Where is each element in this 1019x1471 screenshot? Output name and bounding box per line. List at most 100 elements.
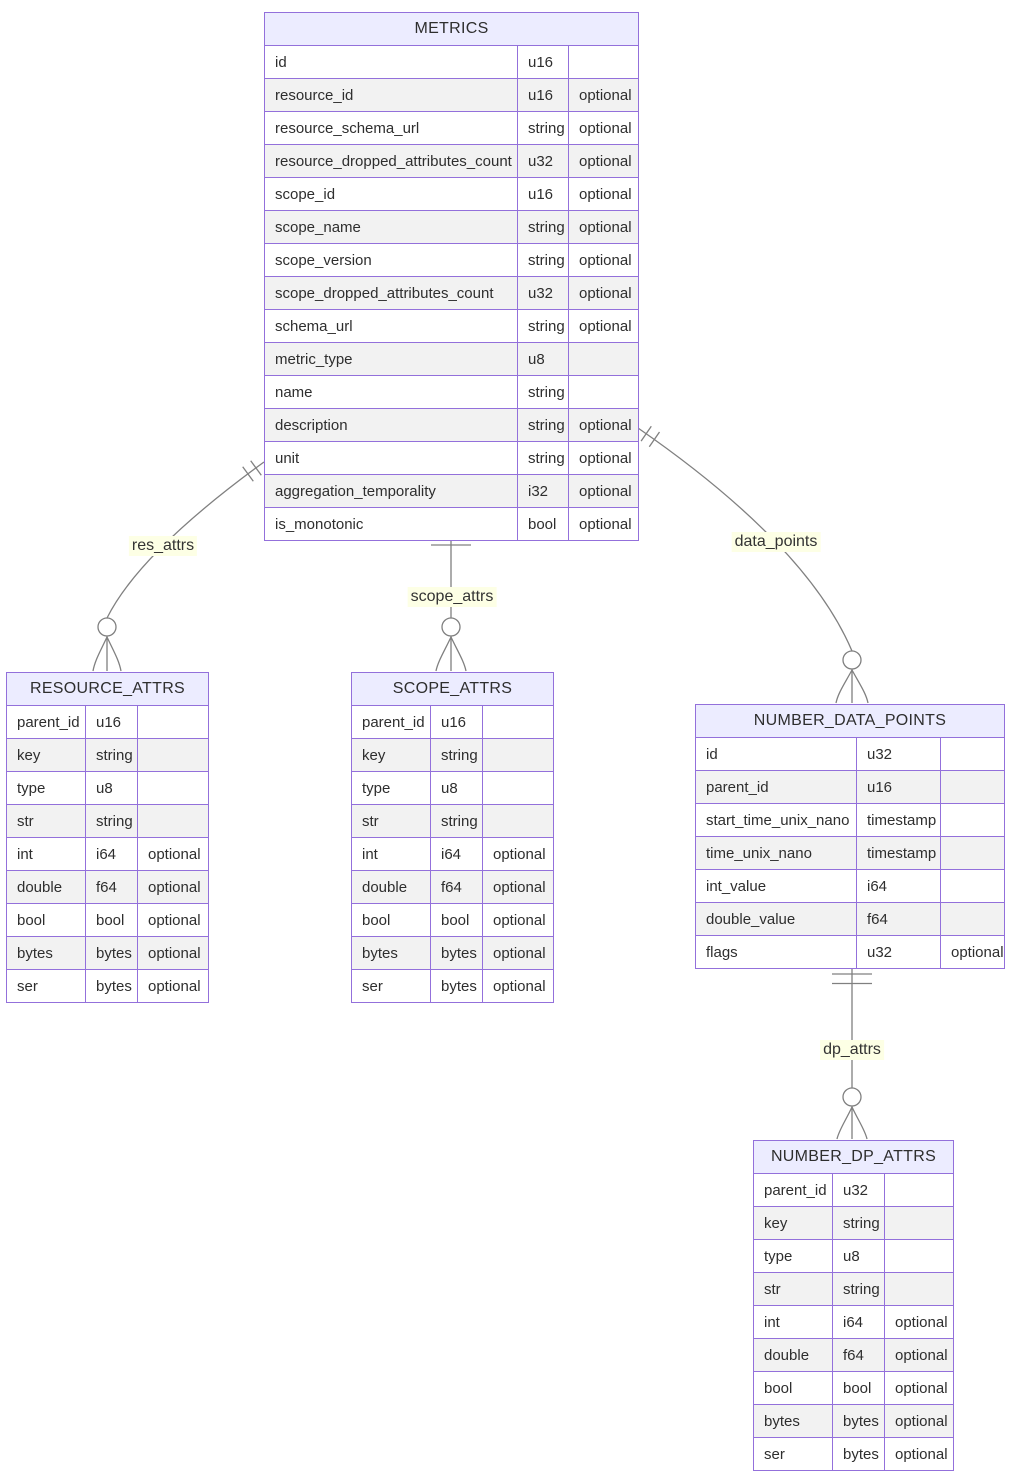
attribute-type: bytes xyxy=(430,969,483,1003)
attribute-type: u8 xyxy=(517,342,569,376)
cardinality-zero-marker xyxy=(441,617,461,637)
attribute-flag xyxy=(136,738,210,772)
attribute-name: int_value xyxy=(695,869,857,903)
entity-title: METRICS xyxy=(263,12,640,46)
attribute-type: string xyxy=(517,309,569,343)
attribute-flag: optional xyxy=(567,111,640,145)
attribute-flag xyxy=(567,342,640,376)
attribute-flag xyxy=(136,804,210,838)
attribute-flag xyxy=(136,705,210,739)
cardinality-zero-marker xyxy=(842,1087,862,1107)
attribute-type: string xyxy=(517,408,569,442)
cardinality-one-marker xyxy=(640,425,652,442)
attribute-type: string xyxy=(430,804,483,838)
attribute-type: u8 xyxy=(430,771,483,805)
attribute-type: u16 xyxy=(430,705,483,739)
attribute-type: bytes xyxy=(85,969,138,1003)
attribute-type: u16 xyxy=(517,78,569,112)
edge-dp-attrs xyxy=(832,960,872,1140)
attribute-name: resource_dropped_attributes_count xyxy=(264,144,518,178)
attribute-type: f64 xyxy=(85,870,138,904)
attribute-name: id xyxy=(695,737,857,771)
attribute-name: int xyxy=(6,837,86,871)
attribute-flag xyxy=(939,869,1006,903)
attribute-name: type xyxy=(753,1239,833,1273)
entity-title: RESOURCE_ATTRS xyxy=(5,672,210,706)
attribute-flag xyxy=(481,705,555,739)
attribute-type: u32 xyxy=(517,144,569,178)
attribute-type: u16 xyxy=(517,45,569,79)
attribute-flag: optional xyxy=(567,78,640,112)
relationship-label-data-points: data_points xyxy=(731,532,821,552)
attribute-type: f64 xyxy=(856,902,941,936)
attribute-name: int xyxy=(753,1305,833,1339)
attribute-flag: optional xyxy=(883,1338,955,1372)
attribute-type: i32 xyxy=(517,474,569,508)
attribute-name: scope_dropped_attributes_count xyxy=(264,276,518,310)
attribute-flag: optional xyxy=(567,309,640,343)
attribute-flag xyxy=(883,1239,955,1273)
attribute-type: string xyxy=(832,1206,885,1240)
attribute-flag xyxy=(883,1206,955,1240)
attribute-name: bool xyxy=(351,903,431,937)
attribute-flag: optional xyxy=(136,903,210,937)
cardinality-zero-marker xyxy=(97,617,117,637)
attribute-flag: optional xyxy=(567,276,640,310)
attribute-type: u8 xyxy=(832,1239,885,1273)
cardinality-one-marker xyxy=(648,431,661,448)
attribute-type: f64 xyxy=(430,870,483,904)
attribute-name: time_unix_nano xyxy=(695,836,857,870)
attribute-name: key xyxy=(6,738,86,772)
attribute-type: string xyxy=(517,111,569,145)
attribute-type: i64 xyxy=(430,837,483,871)
attribute-flag xyxy=(939,803,1006,837)
attribute-flag: optional xyxy=(136,837,210,871)
attribute-name: str xyxy=(351,804,431,838)
edge-res-attrs xyxy=(92,460,265,672)
attribute-flag xyxy=(939,902,1006,936)
attribute-flag: optional xyxy=(883,1371,955,1405)
attribute-name: bool xyxy=(753,1371,833,1405)
attribute-type: u32 xyxy=(856,935,941,969)
attribute-type: string xyxy=(85,804,138,838)
attribute-flag xyxy=(481,738,555,772)
attribute-name: double xyxy=(351,870,431,904)
attribute-type: bool xyxy=(85,903,138,937)
attribute-flag: optional xyxy=(567,144,640,178)
attribute-name: ser xyxy=(753,1437,833,1471)
attribute-name: type xyxy=(6,771,86,805)
attribute-type: u8 xyxy=(85,771,138,805)
entity-title: NUMBER_DP_ATTRS xyxy=(752,1140,955,1174)
attribute-name: double_value xyxy=(695,902,857,936)
attribute-name: id xyxy=(264,45,518,79)
attribute-flag xyxy=(939,770,1006,804)
entity-title: NUMBER_DATA_POINTS xyxy=(694,704,1006,738)
